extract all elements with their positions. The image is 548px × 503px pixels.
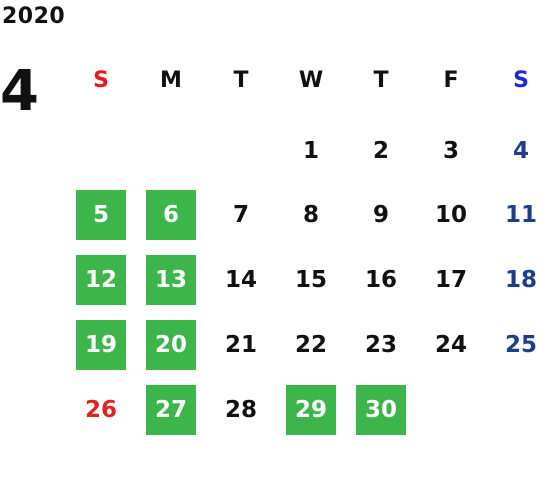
day-cell-13: 13 <box>146 255 196 305</box>
day-cell-4: 4 <box>512 137 529 164</box>
day-cell-9: 9 <box>372 201 389 228</box>
weekday-header-mon: M <box>160 68 182 93</box>
day-cell-18: 18 <box>504 266 537 293</box>
day-cell-12: 12 <box>76 255 126 305</box>
weekday-header-tue: T <box>233 68 249 93</box>
day-cell-19: 19 <box>76 320 126 370</box>
calendar-month: 4 <box>0 59 39 124</box>
day-cell-21: 21 <box>224 331 257 358</box>
day-cell-16: 16 <box>364 266 397 293</box>
day-cell-1: 1 <box>302 137 319 164</box>
day-cell-2: 2 <box>372 137 389 164</box>
weekday-header-wed: W <box>298 68 324 93</box>
day-cell-23: 23 <box>364 331 397 358</box>
day-cell-6: 6 <box>146 190 196 240</box>
day-cell-26: 26 <box>84 396 117 423</box>
weekday-header-sat: S <box>513 68 529 93</box>
day-cell-25: 25 <box>504 331 537 358</box>
day-cell-10: 10 <box>434 201 467 228</box>
weekday-header-sun: S <box>93 68 109 93</box>
day-cell-24: 24 <box>434 331 467 358</box>
day-cell-15: 15 <box>294 266 327 293</box>
calendar-year: 2020 <box>2 4 66 29</box>
day-cell-30: 30 <box>356 385 406 435</box>
day-cell-8: 8 <box>302 201 319 228</box>
day-cell-7: 7 <box>232 201 249 228</box>
day-cell-20: 20 <box>146 320 196 370</box>
day-cell-14: 14 <box>224 266 257 293</box>
day-cell-22: 22 <box>294 331 327 358</box>
day-cell-28: 28 <box>224 396 257 423</box>
weekday-header-thu: T <box>373 68 389 93</box>
day-cell-3: 3 <box>442 137 459 164</box>
day-cell-29: 29 <box>286 385 336 435</box>
weekday-header-fri: F <box>443 68 459 93</box>
day-cell-17: 17 <box>434 266 467 293</box>
day-cell-5: 5 <box>76 190 126 240</box>
day-cell-11: 11 <box>504 201 537 228</box>
day-cell-27: 27 <box>146 385 196 435</box>
